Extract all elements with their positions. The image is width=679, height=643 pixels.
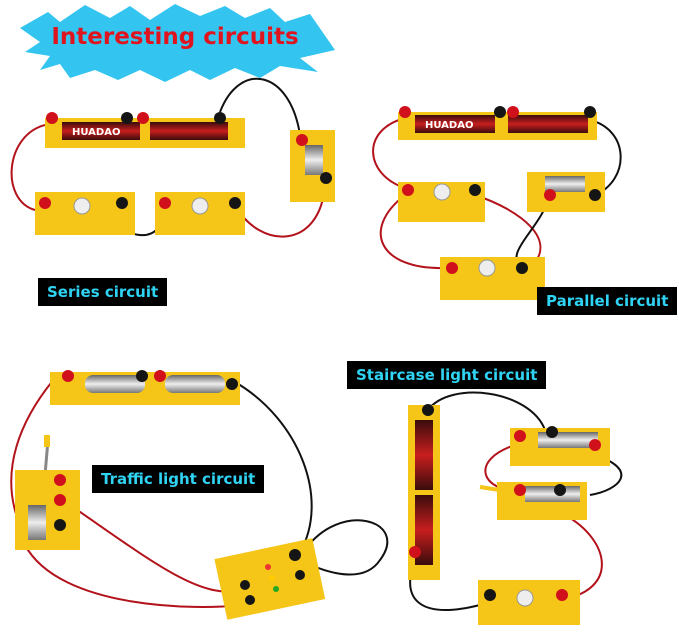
label-staircase-light-circuit: Staircase light circuit: [347, 361, 547, 389]
brand-text: HUADAO: [72, 127, 120, 138]
title-burst: [20, 4, 335, 82]
label-traffic-light-circuit: Traffic light circuit: [92, 465, 265, 493]
main-title: Interesting circuits: [51, 24, 299, 50]
traffic-light-circuit: [10, 370, 389, 620]
label-parallel-circuit: Parallel circuit: [537, 287, 678, 315]
series-circuit: HUADAO: [10, 77, 335, 238]
brand-text: HUADAO: [425, 120, 473, 131]
staircase-light-circuit: [408, 391, 623, 625]
parallel-circuit: HUADAO: [372, 106, 622, 300]
label-series-circuit: Series circuit: [38, 278, 168, 306]
